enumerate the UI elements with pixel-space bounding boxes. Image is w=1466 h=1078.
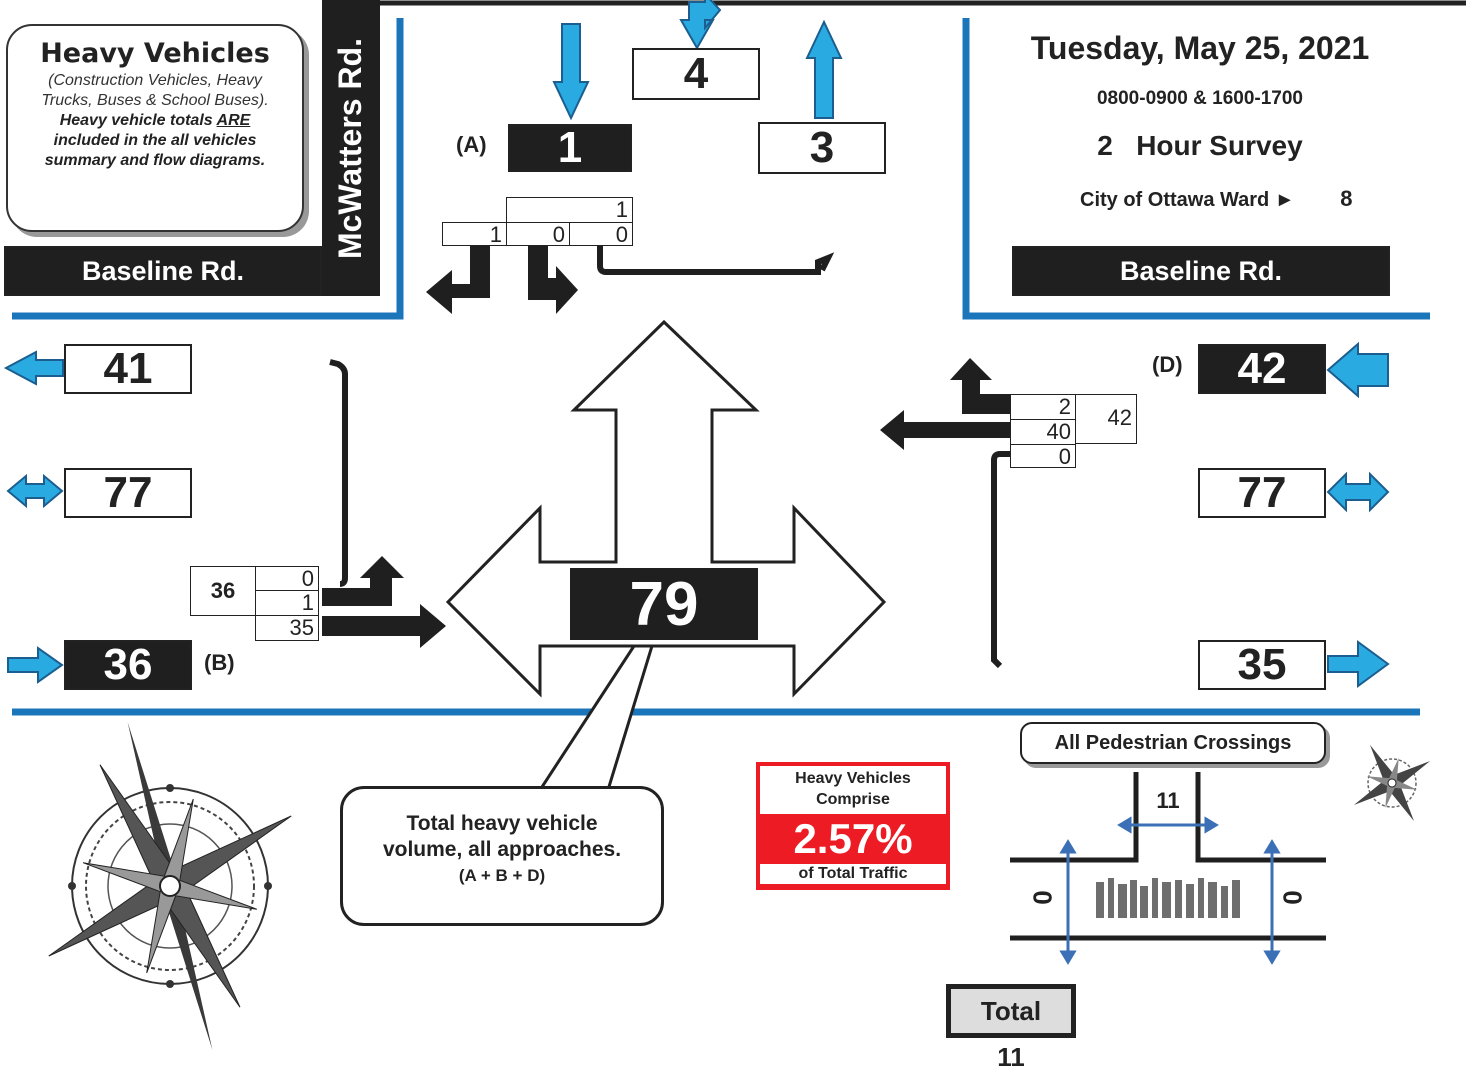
east-approach-arrow-icon — [1328, 344, 1388, 396]
west-two-way-total: 77 — [64, 468, 192, 518]
north-departing-total: 3 — [758, 122, 886, 174]
percentage-value: 2.57% — [760, 814, 946, 864]
east-approach-label: (D) — [1152, 352, 1183, 378]
callout-line1: Total heavy vehicle — [343, 811, 661, 837]
ns-street-name: McWatters Rd. — [333, 37, 370, 258]
west-through: 1 — [255, 590, 319, 616]
east-through: 40 — [1010, 419, 1076, 445]
legend-note: Heavy vehicle totals ARE included in the… — [8, 111, 302, 171]
north-right-turn: 1 — [442, 222, 507, 246]
north-approach-total: 1 — [508, 124, 632, 172]
legend-box: Heavy Vehicles (Construction Vehicles, H… — [6, 24, 304, 232]
west-arrow-icon — [6, 352, 63, 384]
legend-emphasis: ARE — [217, 112, 251, 129]
survey-duration: 2 Hour Survey — [1000, 130, 1400, 162]
percentage-line3: of Total Traffic — [760, 864, 946, 884]
percentage-line1: Heavy Vehicles — [760, 768, 946, 789]
north-left-turn: 0 — [569, 222, 633, 246]
west-left-turn: 0 — [255, 566, 319, 591]
small-compass-rose-icon — [1332, 723, 1452, 843]
east-bidirectional-arrow-icon — [1328, 474, 1388, 510]
survey-ward: City of Ottawa Ward ► 8 — [1080, 186, 1380, 212]
south-arrow-icon — [554, 24, 588, 118]
callout-line2: volume, all approaches. — [343, 837, 661, 863]
percentage-line2: Comprise — [760, 789, 946, 810]
compass-rose-icon — [0, 680, 376, 1078]
bidirectional-arrow-icon — [681, 0, 720, 48]
pedestrian-total: 11 — [946, 1042, 1076, 1073]
east-approach-total: 42 — [1198, 344, 1326, 394]
pedestrian-west-crossing: 0 — [1028, 883, 1059, 913]
north-through: 0 — [506, 222, 570, 246]
ew-street-label-left: Baseline Rd. — [4, 246, 322, 296]
north-turns-total: 1 — [506, 197, 633, 223]
east-left-turn: 0 — [1010, 444, 1076, 468]
ward-number: 8 — [1340, 186, 1352, 211]
callout-pointer — [540, 646, 652, 790]
west-bidirectional-arrow-icon — [8, 476, 62, 506]
west-right-turn: 35 — [255, 615, 319, 641]
west-departing-total: 41 — [64, 344, 192, 394]
center-total: 79 — [570, 568, 758, 640]
legend-subtitle: (Construction Vehicles, Heavy Trucks, Bu… — [8, 69, 302, 111]
pedestrian-north-crossing: 11 — [1140, 788, 1196, 814]
survey-periods: 0800-0900 & 1600-1700 — [1000, 88, 1400, 110]
east-departing-arrow-icon — [1328, 642, 1388, 686]
north-arrow-icon — [807, 22, 841, 118]
east-arrow-icon — [8, 648, 62, 682]
pedestrian-title: All Pedestrian Crossings — [1020, 722, 1326, 764]
west-approach-total: 36 — [64, 640, 192, 690]
survey-date: Tuesday, May 25, 2021 — [1000, 30, 1400, 67]
east-departing-total: 35 — [1198, 640, 1326, 690]
ew-street-label-right: Baseline Rd. — [1012, 246, 1390, 296]
ns-street-label: McWatters Rd. — [322, 0, 380, 296]
east-right-turn: 2 — [1010, 394, 1076, 420]
pedestrian-east-crossing: 0 — [1278, 883, 1309, 913]
west-approach-label: (B) — [204, 650, 235, 676]
west-turns-total: 36 — [190, 566, 256, 616]
pedestrian-total-label: Total — [946, 984, 1076, 1038]
east-two-way-total: 77 — [1198, 468, 1326, 518]
center-callout: Total heavy vehicle volume, all approach… — [340, 786, 664, 926]
east-turns-total: 42 — [1075, 394, 1137, 444]
north-two-way-total: 4 — [632, 48, 760, 100]
callout-line3: (A + B + D) — [343, 863, 661, 889]
north-approach-label: (A) — [456, 132, 487, 158]
heavy-vehicle-percentage: Heavy Vehicles Comprise 2.57% of Total T… — [756, 762, 950, 890]
legend-title: Heavy Vehicles — [8, 38, 302, 69]
